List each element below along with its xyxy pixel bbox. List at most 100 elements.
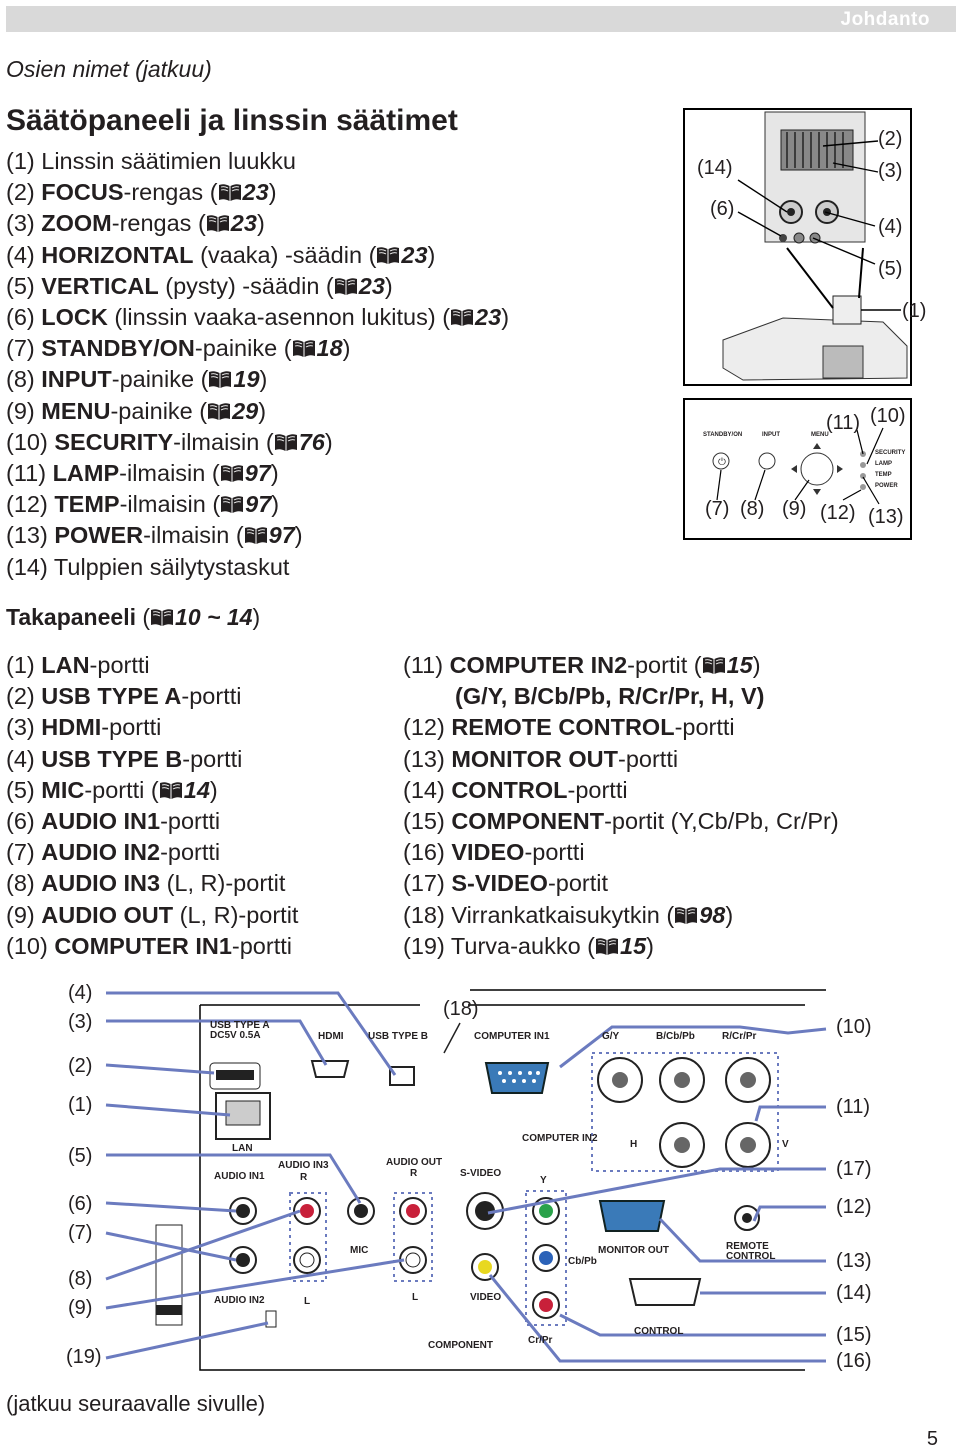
control-item-num: (7) bbox=[6, 335, 42, 362]
rear-panel-figure bbox=[105, 989, 827, 1371]
control-item-text: -painike ( bbox=[111, 366, 209, 393]
list-item: (12) TEMP-ilmaisin (97) bbox=[6, 489, 509, 520]
port-label-monitor-out: MONITOR OUT bbox=[598, 1245, 669, 1256]
port-item-num: (17) bbox=[403, 870, 452, 897]
rear-callout-right: (11) bbox=[836, 1096, 871, 1118]
figure-callout: (2) bbox=[878, 128, 903, 150]
control-item-name: POWER bbox=[54, 522, 144, 549]
rear-callout-right: (10) bbox=[836, 1016, 872, 1038]
control-item-num: (9) bbox=[6, 397, 42, 424]
panel-label: LAMP bbox=[875, 461, 892, 467]
port-item-name: (G/Y, B/Cb/Pb, R/Cr/Pr, H, V) bbox=[455, 683, 765, 710]
panel-label: INPUT bbox=[762, 432, 780, 438]
port-item-text: Turva-aukko ( bbox=[450, 932, 595, 959]
port-item-num: (6) bbox=[6, 808, 42, 835]
port-item-text: -portit bbox=[547, 870, 609, 897]
figure-callout: (4) bbox=[878, 216, 903, 238]
port-item-name: REMOTE CONTROL bbox=[451, 714, 675, 741]
port-item-name: LAN bbox=[41, 652, 90, 678]
section-title: Johdanto bbox=[840, 9, 930, 30]
control-item-name: MENU bbox=[41, 397, 111, 424]
rear-panel-title: Takapaneeli bbox=[6, 604, 136, 630]
control-item-name: FOCUS bbox=[41, 179, 124, 206]
port-label-remote: REMOTE CONTROL bbox=[726, 1241, 776, 1262]
list-item: (4) HORIZONTAL (vaaka) -säädin (23) bbox=[6, 240, 509, 271]
rear-callout-left: (1) bbox=[68, 1094, 93, 1116]
figure-callout: (1) bbox=[902, 300, 927, 322]
control-item-paren: ) bbox=[259, 366, 268, 393]
port-label-svideo: S-VIDEO bbox=[460, 1168, 502, 1179]
rear-callout-right: (16) bbox=[836, 1350, 872, 1372]
port-item-num: (10) bbox=[6, 932, 55, 959]
book-icon bbox=[674, 902, 698, 924]
port-label-r1: R bbox=[300, 1172, 308, 1183]
list-item: (14) Tulppien säilytystaskut bbox=[6, 552, 509, 583]
port-item-num: (9) bbox=[6, 901, 42, 928]
list-item: (15) COMPONENT-portit (Y,Cb/Pb, Cr/Pr) bbox=[403, 806, 839, 837]
port-label-usb-a: USB TYPE A DC5V 0.5A bbox=[210, 1020, 270, 1041]
rear-callout-left: (19) bbox=[66, 1346, 102, 1368]
port-label-video: VIDEO bbox=[470, 1292, 502, 1303]
rear-callout-top: (18) bbox=[443, 998, 479, 1020]
book-icon bbox=[150, 606, 174, 626]
port-label-r2: R bbox=[410, 1168, 418, 1179]
control-item-num: (2) bbox=[6, 179, 42, 206]
list-item: (11) COMPUTER IN2-portit (15) bbox=[403, 650, 839, 681]
figure-callout: (8) bbox=[740, 498, 765, 520]
panel-label: TEMP bbox=[875, 472, 892, 478]
control-item-text: -rengas ( bbox=[111, 210, 206, 237]
rear-callout-left: (3) bbox=[68, 1011, 93, 1033]
port-label-audio-in2: AUDIO IN2 bbox=[214, 1295, 265, 1306]
figure-callout: (6) bbox=[710, 198, 735, 220]
port-item-text: -portti bbox=[524, 839, 585, 866]
control-item-text: Linssin säätimien luukku bbox=[41, 148, 296, 174]
control-item-page-ref: 23 bbox=[230, 210, 257, 237]
control-item-paren: ) bbox=[294, 522, 303, 549]
rear-callout-right: (17) bbox=[836, 1158, 872, 1180]
port-item-num: (12) bbox=[403, 714, 452, 741]
port-label-control: CONTROL bbox=[634, 1326, 684, 1337]
port-item-name: COMPUTER IN2 bbox=[449, 652, 628, 678]
control-panel-figure: ⏻ bbox=[683, 108, 912, 540]
port-label-gy: G/Y bbox=[602, 1031, 620, 1042]
port-item-num: (13) bbox=[403, 745, 452, 772]
book-icon bbox=[207, 398, 231, 420]
control-item-page-ref: 76 bbox=[298, 428, 325, 455]
control-item-page-ref: 19 bbox=[233, 366, 260, 393]
port-item-page-ref: 98 bbox=[699, 901, 726, 928]
port-item-text: -portti bbox=[160, 839, 221, 866]
control-item-num: (3) bbox=[6, 210, 42, 237]
book-icon bbox=[206, 210, 230, 233]
panel-label: POWER bbox=[875, 483, 898, 489]
port-label-audio-out: AUDIO OUT bbox=[386, 1157, 443, 1168]
port-item-text: -portti bbox=[674, 714, 735, 741]
rear-panel-ref: 10 ~ 14 bbox=[175, 604, 253, 630]
control-item-page-ref: 29 bbox=[232, 397, 259, 424]
list-item: (8) INPUT-painike (19) bbox=[6, 364, 509, 395]
rear-panel-list-left: (1) LAN-portti(2) USB TYPE A-portti(3) H… bbox=[6, 650, 298, 962]
port-item-text: (L, R)-portit bbox=[173, 901, 299, 928]
control-item-name: SECURITY bbox=[54, 428, 174, 455]
control-item-paren: ) bbox=[342, 335, 351, 362]
port-item-page-ref: 15 bbox=[726, 652, 753, 678]
control-item-page-ref: 97 bbox=[245, 491, 272, 518]
rear-callout-right: (12) bbox=[836, 1196, 872, 1218]
rear-panel-list-right: (11) COMPUTER IN2-portit (15)(G/Y, B/Cb/… bbox=[403, 650, 839, 962]
control-item-text: -ilmaisin ( bbox=[119, 460, 220, 487]
port-item-name: MONITOR OUT bbox=[451, 745, 618, 772]
port-item-num: (18) bbox=[403, 901, 452, 928]
control-item-num: (13) bbox=[6, 522, 55, 549]
port-label-l1: L bbox=[304, 1296, 311, 1307]
control-item-num: (12) bbox=[6, 491, 55, 518]
page-subtitle: Osien nimet (jatkuu) bbox=[6, 56, 212, 82]
list-item: (10) COMPUTER IN1-portti bbox=[6, 931, 298, 962]
port-item-page-ref: 14 bbox=[183, 776, 210, 803]
port-item-num: (3) bbox=[6, 714, 42, 741]
list-item: (5) VERTICAL (pysty) -säädin (23) bbox=[6, 271, 509, 302]
rear-callout-left: (9) bbox=[68, 1297, 93, 1319]
rear-callout-left: (2) bbox=[68, 1055, 93, 1077]
port-label-hdmi: HDMI bbox=[318, 1031, 344, 1042]
list-item: (14) CONTROL-portti bbox=[403, 775, 839, 806]
svg-text:⏻: ⏻ bbox=[718, 457, 726, 468]
port-item-num: (1) bbox=[6, 652, 42, 678]
